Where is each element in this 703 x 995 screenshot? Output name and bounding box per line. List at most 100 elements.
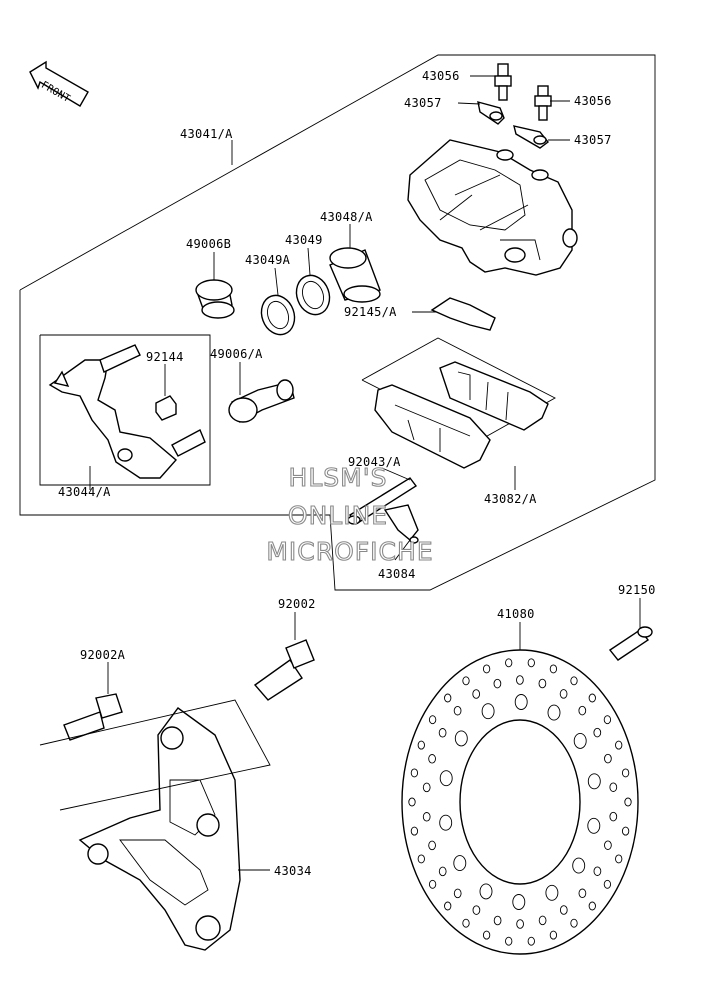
dust-seal: [260, 294, 296, 336]
disc-hole: [615, 854, 623, 864]
label-boot-b: 49006B: [186, 237, 231, 251]
label-pad-pin: 92043/A: [348, 455, 401, 469]
watermark-line1: HLSM'S: [289, 463, 388, 492]
label-bleed-valve-b: 43056: [574, 94, 612, 108]
disc-hole: [428, 879, 437, 889]
clip: [383, 504, 419, 544]
disc-hole: [453, 705, 462, 716]
disc-hole: [428, 754, 436, 764]
label-boot-a: 49006/A: [210, 347, 263, 361]
label-caliper-assy: 43041/A: [180, 127, 233, 141]
disc-hole: [422, 812, 431, 822]
label-bleed-cap-a: 43057: [404, 96, 442, 110]
disc-hole: [438, 866, 447, 877]
disc-hole: [588, 901, 596, 911]
label-pad-set: 43082/A: [484, 492, 537, 506]
disc-hole: [493, 678, 502, 689]
disc-hole: [410, 826, 419, 836]
label-holder: 43034: [274, 864, 312, 878]
piston: [329, 247, 381, 303]
disc-hole: [428, 715, 437, 725]
label-piston-seal: 43049: [285, 233, 323, 247]
bleed-valve-b: [534, 85, 552, 121]
watermark-line2: ONLINE: [288, 501, 388, 530]
bleed-cap-b: [513, 125, 549, 149]
pad-spring: [155, 395, 177, 421]
disc-hole: [453, 855, 467, 872]
disc-hole: [570, 918, 578, 928]
brake-disc: [401, 649, 639, 955]
disc-hole: [570, 676, 578, 686]
disc-hole: [454, 730, 468, 747]
disc-hole: [444, 901, 452, 911]
piston-seal: [295, 274, 331, 316]
disc-hole: [572, 857, 586, 874]
disc-hole: [547, 704, 561, 721]
disc-hole: [417, 740, 425, 750]
label-pad-spring: 92144: [146, 350, 184, 364]
disc-hole: [549, 930, 558, 940]
disc-hole: [604, 840, 612, 850]
label-bolt-lower: 92002A: [80, 648, 126, 662]
disc-hole: [621, 768, 630, 778]
label-anti-rattle-spring: 92145/A: [344, 305, 397, 319]
disc-hole: [578, 705, 587, 716]
disc-hole: [587, 773, 601, 790]
disc-hole: [609, 782, 618, 792]
caliper-bracket: [48, 344, 206, 479]
pad-inner: [439, 361, 549, 431]
boot-a: [228, 379, 295, 423]
disc-hole: [549, 664, 558, 674]
disc-hole: [538, 678, 547, 689]
disc-hole: [493, 915, 502, 926]
bolt-upper: [253, 639, 315, 701]
disc-hole: [615, 740, 623, 750]
label-caliper-bracket: 43044/A: [58, 485, 111, 499]
watermark: HLSM'S ONLINE MICROFICHE: [266, 462, 433, 566]
caliper-assembly-frame: [19, 54, 656, 591]
disc-hole: [438, 728, 447, 738]
label-bleed-cap-b: 43057: [574, 133, 612, 147]
disc-bolt: [608, 626, 653, 661]
disc-hole: [482, 664, 491, 674]
label-disc-bolt: 92150: [618, 583, 656, 597]
disc-hole: [621, 826, 630, 836]
disc-hole: [505, 658, 513, 668]
disc-hole: [505, 936, 513, 946]
disc-hole: [603, 879, 612, 889]
disc-hole: [514, 694, 528, 710]
disc-hole: [479, 883, 493, 900]
disc-hole: [588, 693, 596, 703]
disc-hole: [428, 840, 436, 851]
bolt-lower: [63, 693, 123, 741]
part-labels: 43056 43057 43056 43057 43041/A 43048/A …: [58, 69, 656, 878]
disc-hole: [512, 894, 526, 910]
disc-hole: [603, 715, 612, 725]
disc-hole: [624, 797, 632, 807]
disc-hole: [453, 888, 462, 899]
disc-hole: [410, 768, 419, 778]
disc-hole: [482, 930, 491, 940]
disc-hole: [408, 797, 416, 807]
disc-hole: [593, 866, 602, 876]
disc-hole: [417, 854, 425, 864]
disc-hole: [472, 905, 481, 915]
pad-pin: [347, 477, 418, 525]
pad-outer: [374, 384, 491, 469]
disc-hole: [538, 915, 547, 926]
leader-lines: [39, 75, 641, 871]
disc-hole: [578, 888, 587, 899]
disc-hole: [559, 905, 568, 915]
disc-hole: [481, 703, 495, 720]
front-arrow-icon: FRONT: [29, 60, 89, 107]
disc-hole: [527, 936, 535, 946]
disc-hole: [559, 689, 568, 699]
disc-hole: [472, 689, 481, 699]
anti-rattle-spring: [430, 297, 496, 331]
label-bolt-upper: 92002: [278, 597, 316, 611]
disc-hole: [527, 658, 535, 668]
caliper-body: [407, 139, 578, 276]
label-disc: 41080: [497, 607, 535, 621]
disc-hole: [439, 770, 453, 787]
